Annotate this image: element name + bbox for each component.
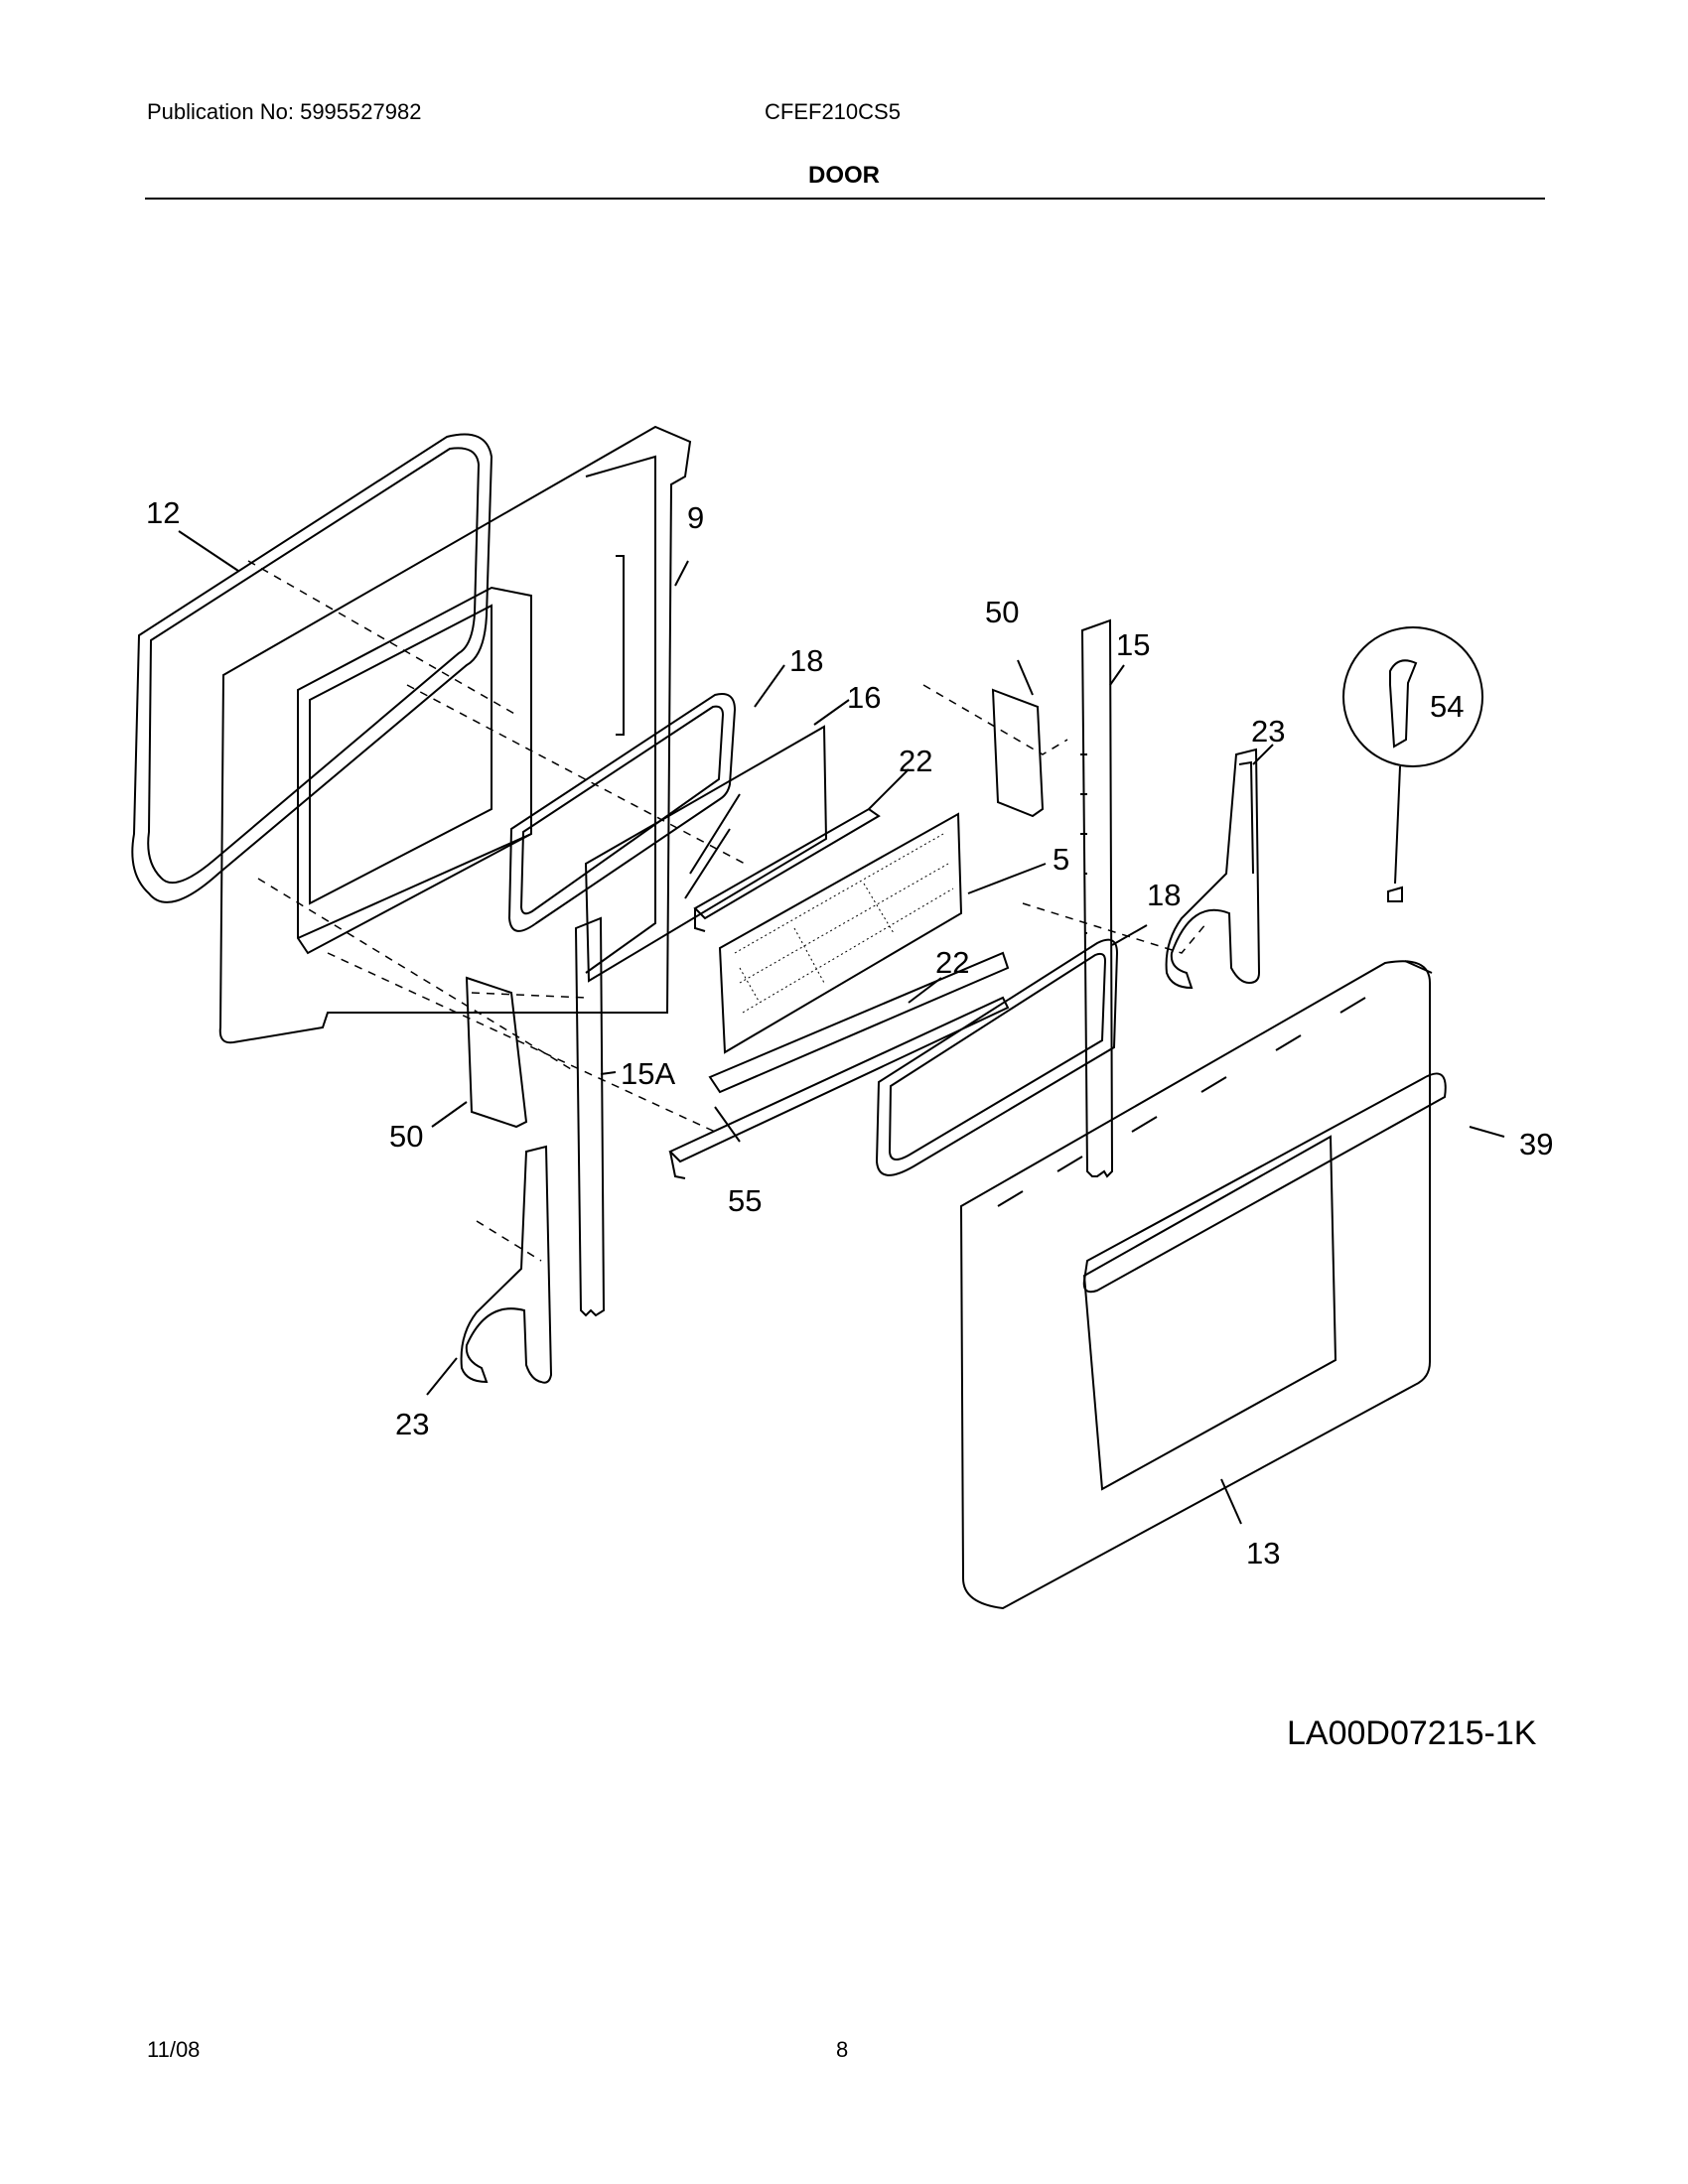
callout-54: 54 xyxy=(1430,689,1464,724)
header-rule xyxy=(145,198,1545,200)
callout-9: 9 xyxy=(687,500,704,535)
callout-50-lower: 50 xyxy=(389,1119,423,1154)
callout-5: 5 xyxy=(1053,842,1069,877)
callout-22-upper: 22 xyxy=(899,744,932,778)
callout-15: 15 xyxy=(1116,627,1150,662)
door-insulation-part xyxy=(718,812,963,1054)
diagram-reference-code: LA00D07215-1K xyxy=(1287,1714,1537,1752)
door-channel-right-part xyxy=(1080,618,1114,1178)
inner-door-liner-part xyxy=(218,425,692,1044)
callout-12: 12 xyxy=(146,495,180,530)
callout-18-upper: 18 xyxy=(789,643,823,678)
callout-50-upper: 50 xyxy=(985,595,1019,629)
support-bracket-lower-part xyxy=(465,976,528,1129)
inner-glass-part xyxy=(584,725,828,983)
support-bracket-upper-part xyxy=(991,688,1045,818)
window-frame-part xyxy=(507,693,737,932)
callout-39: 39 xyxy=(1519,1127,1553,1161)
lower-gasket-part xyxy=(875,938,1119,1176)
hinge-left-part xyxy=(460,1145,553,1384)
page-number: 8 xyxy=(836,2037,849,2062)
assembly-guide-lines xyxy=(247,560,1207,1262)
hinge-right-part xyxy=(1165,748,1261,990)
callout-55: 55 xyxy=(728,1183,762,1218)
callout-22-lower: 22 xyxy=(935,945,969,980)
leader-lines xyxy=(178,530,1505,1525)
door-handle-part xyxy=(1082,1072,1447,1294)
glass-bracket-upper-part xyxy=(693,807,881,932)
callout-15a: 15A xyxy=(621,1056,675,1091)
door-rail-part xyxy=(668,996,1010,1179)
callout-23-left: 23 xyxy=(395,1407,429,1441)
publication-number: Publication No: 5995527982 xyxy=(147,99,422,124)
callout-16: 16 xyxy=(847,680,881,715)
page-title: DOOR xyxy=(808,162,880,189)
callout-13: 13 xyxy=(1246,1536,1280,1570)
door-gasket-part xyxy=(131,433,493,903)
model-number: CFEF210CS5 xyxy=(765,99,901,124)
footer-date: 11/08 xyxy=(147,2037,201,2062)
callout-23-right: 23 xyxy=(1251,714,1285,749)
outer-door-panel-part xyxy=(959,960,1433,1610)
glass-bracket-lower-part xyxy=(708,951,1010,1094)
screw-part xyxy=(1342,626,1483,902)
callout-18-lower: 18 xyxy=(1147,878,1181,912)
door-channel-left-part xyxy=(574,916,606,1317)
